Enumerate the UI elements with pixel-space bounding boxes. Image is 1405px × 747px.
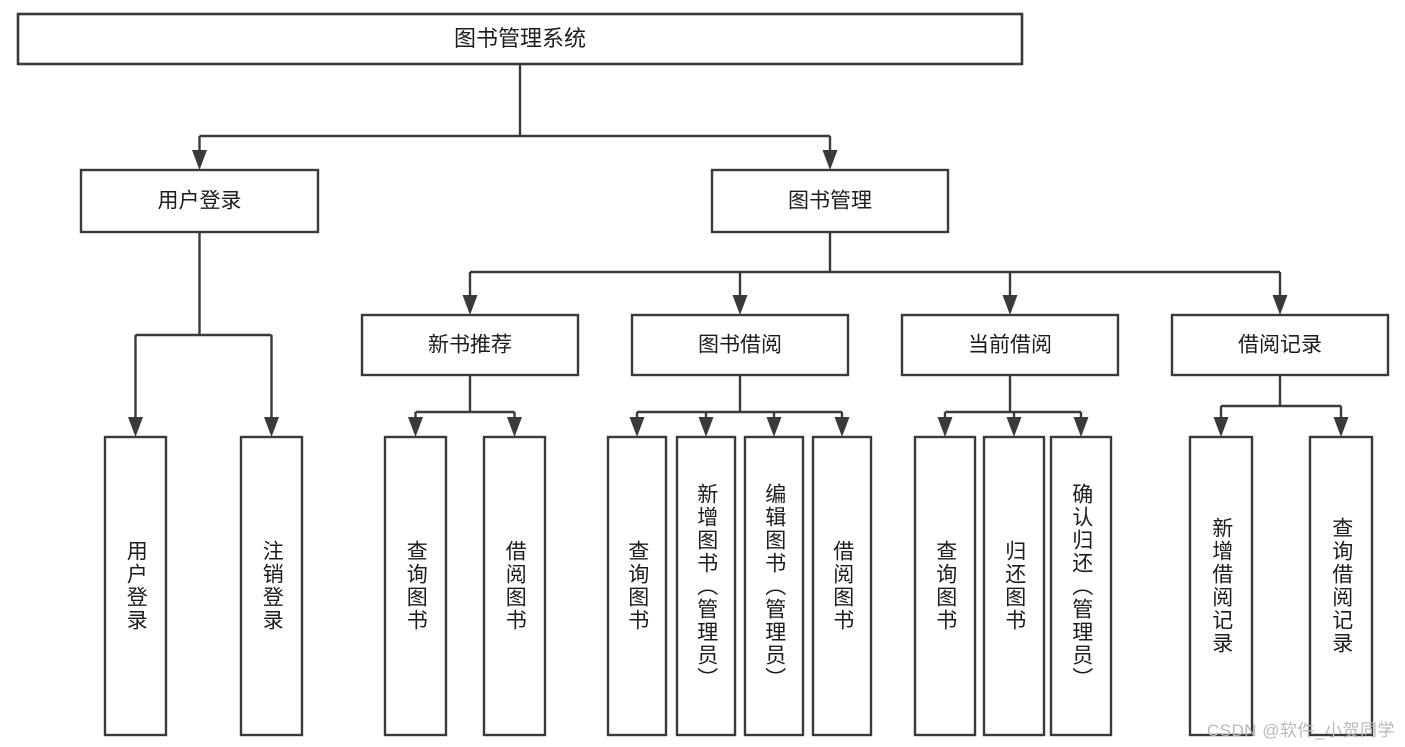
node-box[interactable]	[16, 12, 1024, 66]
arrow-head-icon	[462, 295, 478, 315]
arrow-head-icon	[766, 417, 782, 437]
node-box[interactable]	[913, 435, 977, 737]
arrow-head-icon	[1272, 295, 1288, 315]
arrow-head-icon	[507, 417, 522, 437]
node-label: 图书管理系统	[454, 26, 586, 51]
node-box[interactable]	[900, 313, 1120, 377]
node-leaf-borrow-book-new[interactable]	[482, 435, 547, 737]
node-leaf-add-record[interactable]	[1188, 435, 1254, 737]
connector-level2-to-level3	[462, 232, 1288, 315]
node-box[interactable]	[743, 435, 805, 737]
connector-borrow-record-to-leaves	[1213, 375, 1349, 437]
node-user-login[interactable]: 用户登录	[79, 168, 320, 234]
node-box[interactable]	[982, 435, 1046, 737]
connector-current-borrow-to-leaves	[937, 375, 1089, 437]
arrow-head-icon	[1002, 295, 1018, 315]
arrow-head-icon	[937, 417, 953, 437]
node-box[interactable]	[239, 435, 304, 737]
node-new-book-recommend[interactable]: 新书推荐	[360, 313, 580, 377]
arrow-head-icon	[1006, 417, 1022, 437]
node-box[interactable]	[675, 435, 737, 737]
arrow-head-icon	[1333, 417, 1349, 437]
node-current-borrow[interactable]: 当前借阅	[900, 313, 1120, 377]
node-leaf-borrow-book[interactable]	[811, 435, 873, 737]
node-box[interactable]	[482, 435, 547, 737]
node-leaf-user-login[interactable]	[103, 435, 168, 737]
node-box[interactable]	[1308, 435, 1374, 737]
node-label: 借阅记录	[1238, 334, 1322, 357]
node-book-borrow[interactable]: 图书借阅	[630, 313, 850, 377]
node-book-manage[interactable]: 图书管理	[710, 168, 950, 234]
arrow-head-icon	[732, 295, 748, 315]
node-box[interactable]	[1049, 435, 1113, 737]
node-label: 图书借阅	[698, 334, 782, 357]
connector-root-to-level2	[192, 64, 838, 170]
arrow-head-icon	[698, 417, 714, 437]
node-box[interactable]	[383, 435, 448, 737]
arrow-head-icon	[264, 417, 279, 437]
node-leaf-query-book[interactable]	[606, 435, 668, 737]
node-label: 新书推荐	[428, 334, 512, 357]
node-label: 当前借阅	[968, 334, 1052, 357]
connector-book-borrow-to-leaves	[629, 375, 850, 437]
node-label: 图书管理	[788, 190, 872, 213]
node-leaf-query-record[interactable]	[1308, 435, 1374, 737]
connector-user-login-to-leaves	[128, 232, 279, 437]
connector-layer	[128, 64, 1349, 437]
node-box[interactable]	[1170, 313, 1390, 377]
node-box[interactable]	[79, 168, 320, 234]
node-leaf-return-book[interactable]	[982, 435, 1046, 737]
node-box[interactable]	[630, 313, 850, 377]
node-box[interactable]	[360, 313, 580, 377]
arrow-head-icon	[128, 417, 143, 437]
arrow-head-icon	[822, 150, 838, 170]
arrow-head-icon	[408, 417, 423, 437]
node-leaf-logout[interactable]	[239, 435, 304, 737]
arrow-head-icon	[1073, 417, 1089, 437]
node-leaf-query-book-cur[interactable]	[913, 435, 977, 737]
node-leaf-edit-book-admin[interactable]	[743, 435, 805, 737]
node-box[interactable]	[1188, 435, 1254, 737]
node-borrow-record[interactable]: 借阅记录	[1170, 313, 1390, 377]
node-leaf-confirm-return[interactable]	[1049, 435, 1113, 737]
node-label: 用户登录	[158, 190, 242, 213]
connector-new-book-to-leaves	[408, 375, 522, 437]
node-box[interactable]	[710, 168, 950, 234]
node-box[interactable]	[606, 435, 668, 737]
arrow-head-icon	[629, 417, 645, 437]
arrow-head-icon	[192, 150, 207, 170]
arrow-head-icon	[1213, 417, 1229, 437]
node-leaf-query-book-new[interactable]	[383, 435, 448, 737]
node-box[interactable]	[103, 435, 168, 737]
node-root[interactable]: 图书管理系统	[16, 12, 1024, 66]
node-box[interactable]	[811, 435, 873, 737]
node-leaf-add-book-admin[interactable]	[675, 435, 737, 737]
arrow-head-icon	[834, 417, 850, 437]
